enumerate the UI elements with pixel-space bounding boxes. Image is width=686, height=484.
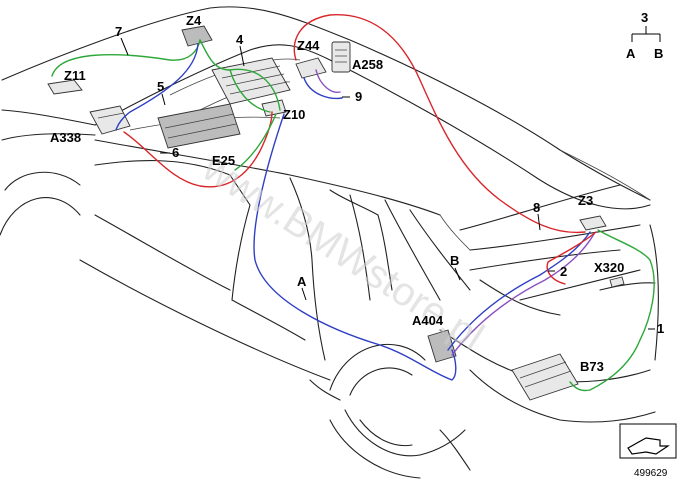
e25-assembly — [157, 103, 241, 149]
legend-b: B — [654, 46, 663, 61]
label-x320: X320 — [594, 260, 624, 275]
legend-root: 3 — [641, 10, 648, 25]
label-e25: E25 — [212, 153, 235, 168]
label-z44: Z44 — [297, 38, 320, 53]
label-a404: A404 — [412, 313, 444, 328]
orientation-box — [619, 423, 677, 459]
label-2: 2 — [560, 264, 567, 279]
x320-connector — [609, 276, 625, 288]
legend-a: A — [626, 46, 636, 61]
z44-module — [295, 57, 327, 79]
leaders — [120, 26, 661, 330]
a258-module — [331, 41, 351, 73]
label-a338: A338 — [50, 130, 81, 145]
label-9: 9 — [355, 89, 362, 104]
car-body — [0, 6, 659, 479]
label-z4: Z4 — [186, 13, 202, 28]
z4-module — [181, 25, 213, 47]
b73-module — [511, 353, 579, 401]
a404-module — [427, 329, 457, 363]
legend: 3 A B — [626, 10, 663, 61]
image-id: 499629 — [634, 468, 668, 479]
label-a258: A258 — [352, 57, 383, 72]
z11-module — [47, 79, 83, 95]
z3-module — [579, 215, 607, 231]
label-z3: Z3 — [578, 193, 593, 208]
a338-module — [89, 105, 131, 135]
label-7: 7 — [115, 24, 122, 39]
label-4: 4 — [236, 32, 244, 47]
label-6: 6 — [172, 145, 179, 160]
label-z10: Z10 — [283, 107, 305, 122]
labels: 7 Z4 4 Z44 A258 9 Z11 5 A338 6 E25 Z10 8… — [50, 13, 664, 374]
label-8: 8 — [533, 200, 540, 215]
label-a: A — [297, 274, 307, 289]
label-b: B — [450, 253, 459, 268]
label-b73: B73 — [580, 359, 604, 374]
label-1: 1 — [657, 321, 664, 336]
orientation-arrow-icon — [627, 437, 670, 455]
label-5: 5 — [157, 79, 164, 94]
wiring — [51, 14, 655, 392]
label-z11: Z11 — [64, 68, 86, 83]
